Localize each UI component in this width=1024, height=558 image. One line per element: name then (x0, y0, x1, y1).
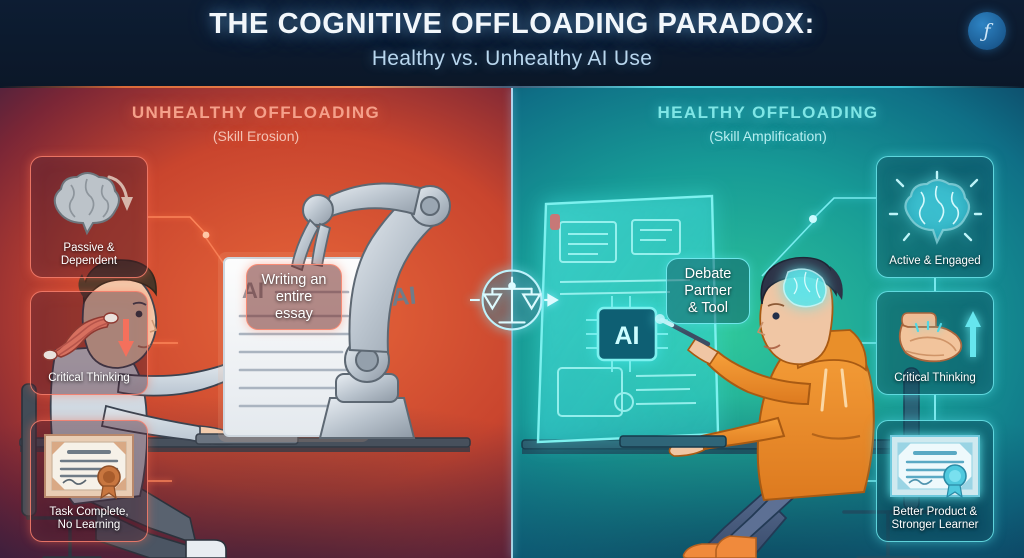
panel-healthy-offloading: HEALTHY OFFLOADING (Skill Amplification) (512, 88, 1024, 558)
card-task-complete-no-learning[interactable]: Task Complete, No Learning (30, 420, 148, 542)
down-arrow-icon (118, 319, 134, 358)
page-title: THE COGNITIVE OFFLOADING PARADOX: (209, 8, 815, 40)
card-critical-thinking-erosion[interactable]: Critical Thinking (30, 291, 148, 395)
right-panel-title: HEALTHY OFFLOADING (657, 103, 879, 122)
brand-logo-glyph: ƒ (983, 20, 991, 42)
left-callout-bubble: Writing an entire essay (246, 264, 342, 331)
card-active-engaged[interactable]: Active & Engaged (876, 156, 994, 278)
brain-grey-icon (35, 163, 143, 242)
card-better-product-stronger-learner[interactable]: Better Product & Stronger Learner (876, 420, 994, 542)
brain-glowing-icon (881, 163, 989, 255)
certificate-icon (35, 427, 143, 506)
panel-unhealthy-offloading: UNHEALTHY OFFLOADING (Skill Erosion) (0, 88, 512, 558)
arrow-right-icon (470, 293, 559, 307)
card-label: Passive & Dependent (60, 241, 118, 268)
card-label: Active & Engaged (889, 255, 981, 268)
card-label: Critical Thinking (894, 372, 976, 385)
atrophied-muscle-icon (35, 298, 143, 372)
flexed-bicep-icon (881, 298, 989, 372)
card-critical-thinking-amplified[interactable]: Critical Thinking (876, 291, 994, 395)
right-panel-subtitle: (Skill Amplification) (709, 128, 827, 144)
right-screen-ai-label: AI (615, 322, 640, 350)
balance-scales-icon (470, 269, 559, 331)
card-passive-dependent[interactable]: Passive & Dependent (30, 156, 148, 278)
page-subtitle: Healthy vs. Unhealthy AI Use (371, 47, 653, 70)
header-band: THE COGNITIVE OFFLOADING PARADOX: Health… (0, 0, 1024, 88)
glowing-brain-overlay-icon (782, 268, 827, 308)
card-label: Task Complete, No Learning (49, 505, 129, 532)
left-panel-subtitle: (Skill Erosion) (212, 128, 300, 144)
left-panel-title: UNHEALTHY OFFLOADING (131, 103, 381, 122)
card-label: Critical Thinking (48, 372, 130, 385)
card-label: Better Product & Stronger Learner (891, 505, 979, 532)
brand-logo-icon: ƒ (968, 12, 1006, 50)
left-scene-illustration: AI AI (19, 182, 471, 558)
up-arrow-icon (965, 311, 981, 358)
robot-arm-ai-label: AI (390, 282, 418, 312)
right-callout-bubble: Debate Partner & Tool (666, 258, 750, 325)
certificate-icon (881, 427, 989, 506)
